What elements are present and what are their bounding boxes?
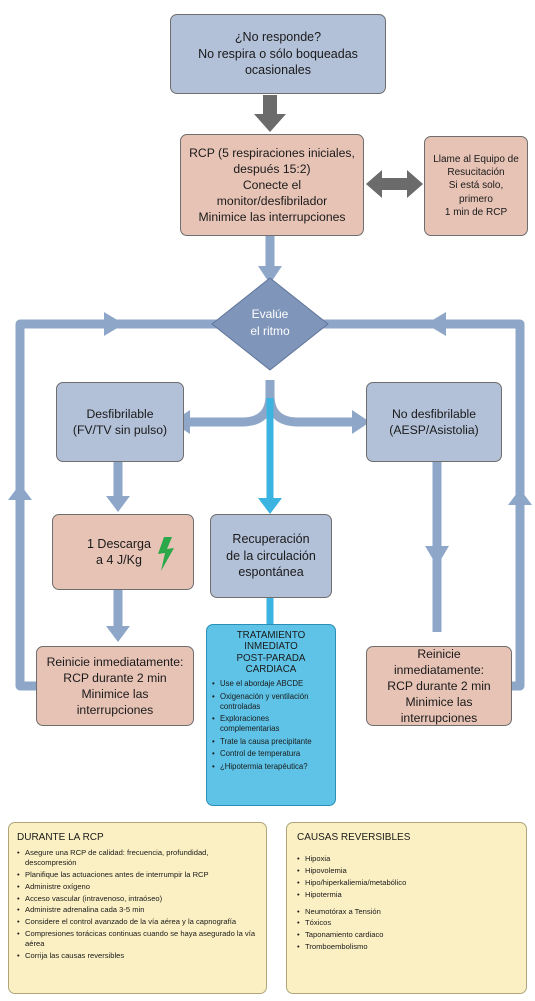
- during-cpr-item: Considere el control avanzado de la vía …: [17, 917, 258, 927]
- start-box: ¿No responde? No respira o sólo boqueada…: [170, 14, 386, 94]
- rhythm-label: Evalúe el ritmo: [232, 306, 308, 341]
- rcp-line4: Minimice las interrupciones: [198, 210, 346, 225]
- start-to-rcp-arrowhead: [254, 114, 286, 132]
- post-arrest-box: TRATAMIENTO INMEDIATO POST-PARADA CARDIA…: [206, 624, 336, 806]
- shockable-box: Desfibrilable (FV/TV sin pulso): [56, 382, 184, 462]
- start-line1: ¿No responde?: [234, 30, 322, 45]
- call-line2: Resucitación: [447, 167, 505, 179]
- during-cpr-item: Acceso vascular (intravenoso, intraóseo): [17, 894, 258, 904]
- double-arrow-left-head: [366, 170, 382, 198]
- resume-left-box: Reinicie inmediatamente: RCP durante 2 m…: [36, 646, 194, 726]
- loop-right-up-arrowhead: [508, 489, 532, 505]
- to-resume-left-arrowhead: [106, 626, 130, 642]
- rcp-box: RCP (5 respiraciones iniciales, después …: [180, 134, 364, 236]
- reversible-item: Taponamiento cardiaco: [297, 930, 516, 940]
- during-cpr-item: Asegure una RCP de calidad: frecuencia, …: [17, 848, 258, 868]
- resume-left-line1: Reinicie inmediatamente:: [46, 654, 184, 669]
- call-line3: Si está solo, primero: [448, 180, 504, 205]
- to-shock-arrowhead: [106, 496, 130, 512]
- during-cpr-item: Corrija las causas reversibles: [17, 951, 258, 961]
- to-rhythm-arrowhead: [258, 266, 282, 284]
- left-loop-connector: [15, 319, 240, 691]
- rosc-line1: Recuperación: [232, 532, 310, 547]
- reversible-causes-box: CAUSAS REVERSIBLES Hipoxia Hipovolemia H…: [286, 822, 527, 994]
- resume-right-line1: Reinicie inmediatamente:: [393, 646, 485, 677]
- resume-right-line3: Minimice las interrupciones: [400, 695, 478, 726]
- post-arrest-item: Control de temperatura: [212, 749, 330, 759]
- rosc-arrowhead: [258, 498, 282, 514]
- reversible-group1: Hipoxia Hipovolemia Hipo/hiperkaliemia/m…: [297, 854, 516, 899]
- reversible-group2: Neumotórax a Tensión Tóxicos Taponamient…: [297, 907, 516, 952]
- double-arrow-right-head: [407, 170, 423, 198]
- reversible-item: Hipo/hiperkaliemia/metabólico: [297, 878, 516, 888]
- to-resume-right-arrowhead: [425, 546, 449, 566]
- post-arrest-title2: POST-PARADA CARDIACA: [236, 652, 306, 675]
- shockable-line2: (FV/TV sin pulso): [72, 423, 168, 437]
- during-cpr-item: Administre oxígeno: [17, 882, 258, 892]
- branch-right-arrowhead: [352, 410, 370, 434]
- resume-left-line3: Minimice las interrupciones: [76, 687, 154, 718]
- reversible-item: Tromboembolismo: [297, 942, 516, 952]
- rcp-line1: RCP (5 respiraciones iniciales,: [189, 145, 355, 160]
- during-cpr-item: Administre adrenalina cada 3-5 min: [17, 905, 258, 915]
- rhythm-line1: Evalúe: [251, 307, 289, 321]
- during-cpr-title: DURANTE LA RCP: [17, 832, 104, 843]
- non-shockable-box: No desfibrilable (AESP/Asistolia): [366, 382, 502, 462]
- non-shockable-line1: No desfibrilable: [391, 406, 476, 421]
- loop-left-right-arrowhead: [104, 312, 124, 336]
- shock-line2: a 4 J/Kg: [96, 553, 142, 567]
- branch-right-connector: [265, 394, 360, 427]
- start-to-rcp-shaft: [263, 95, 277, 117]
- post-arrest-list: Use el abordaje ABCDE Oxigenación y vent…: [212, 679, 330, 772]
- loop-right-left-arrowhead: [426, 312, 446, 336]
- shock-box: 1 Descarga a 4 J/Kg: [52, 514, 194, 590]
- rosc-line3: espontánea: [238, 565, 304, 580]
- shockable-line1: Desfibrilable: [86, 406, 154, 421]
- post-arrest-item: ¿Hipotermia terapéutica?: [212, 762, 330, 772]
- post-arrest-item: Use el abordaje ABCDE: [212, 679, 330, 689]
- reversible-title: CAUSAS REVERSIBLES: [297, 832, 411, 843]
- during-cpr-item: Planifique las actuaciones antes de inte…: [17, 870, 258, 880]
- post-arrest-item: Trate la causa precipitante: [212, 737, 330, 747]
- resume-left-line2: RCP durante 2 min: [63, 670, 167, 685]
- rosc-box: Recuperación de la circulación espontáne…: [210, 514, 332, 598]
- rcp-line3: Conecte el monitor/desfibrilador: [216, 177, 328, 209]
- resume-right-box: Reinicie inmediatamente: RCP durante 2 m…: [366, 646, 512, 726]
- during-cpr-item: Compresiones torácicas continuas cuando …: [17, 929, 258, 949]
- call-team-box: Llame al Equipo de Resucitación Si está …: [424, 136, 528, 236]
- rosc-line2: de la circulación: [226, 548, 316, 563]
- post-arrest-title1: TRATAMIENTO INMEDIATO: [236, 630, 306, 653]
- branch-left-connector: [186, 380, 275, 427]
- shock-line1: 1 Descarga: [87, 536, 151, 551]
- resume-right-line2: RCP durante 2 min: [387, 678, 491, 693]
- rhythm-line2: el ritmo: [250, 324, 290, 339]
- rhythm-diamond: [211, 277, 329, 371]
- post-arrest-item: Exploraciones complementarias: [212, 714, 330, 733]
- rcp-line2: después 15:2): [233, 161, 311, 176]
- double-arrow-shaft: [381, 178, 408, 190]
- reversible-item: Hipotermia: [297, 890, 516, 900]
- reversible-item: Hipoxia: [297, 854, 516, 864]
- reversible-item: Hipovolemia: [297, 866, 516, 876]
- loop-left-up-arrowhead: [8, 484, 32, 500]
- non-shockable-line2: (AESP/Asistolia): [389, 423, 479, 437]
- during-cpr-list: Asegure una RCP de calidad: frecuencia, …: [17, 848, 258, 961]
- reversible-item: Tóxicos: [297, 918, 516, 928]
- reversible-item: Neumotórax a Tensión: [297, 907, 516, 917]
- start-line2: No respira o sólo boqueadas ocasionales: [198, 46, 358, 78]
- call-line1: Llame al Equipo de: [433, 154, 519, 166]
- during-cpr-box: DURANTE LA RCP Asegure una RCP de calida…: [8, 822, 267, 994]
- call-line4: 1 min de RCP: [444, 206, 508, 218]
- post-arrest-item: Oxigenación y ventilación controladas: [212, 692, 330, 711]
- lightning-bolt-icon: [158, 537, 174, 571]
